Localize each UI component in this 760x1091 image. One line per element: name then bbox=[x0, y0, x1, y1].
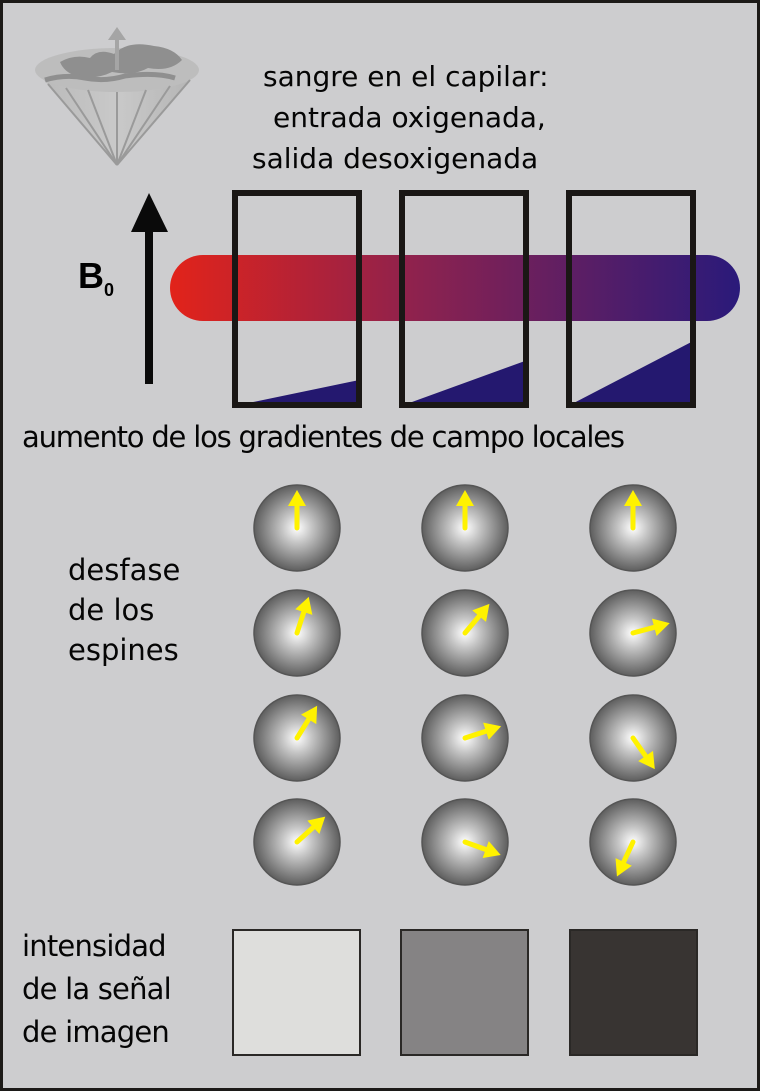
gradients-label: aumento de los gradientes de campo local… bbox=[22, 420, 625, 454]
precession-cone-icon bbox=[35, 27, 199, 166]
voxel-outline bbox=[566, 190, 696, 408]
spin-sphere bbox=[421, 798, 509, 886]
b0-letter: B bbox=[78, 255, 104, 296]
spin-arrow-head bbox=[483, 722, 502, 740]
spin-arrow-shaft bbox=[630, 624, 657, 636]
spin-arrow-head bbox=[295, 596, 313, 615]
signal-square-low bbox=[569, 929, 698, 1056]
spin-arrow-head bbox=[482, 841, 501, 858]
spin-sphere bbox=[589, 589, 677, 677]
field-gradient-wedge bbox=[401, 360, 527, 406]
spin-sphere bbox=[253, 589, 341, 677]
spin-sphere bbox=[421, 589, 509, 677]
signal-intensity-label: intensidad de la señal de imagen bbox=[22, 925, 172, 1054]
spin-arrow-head bbox=[301, 705, 318, 725]
spin-arrow-head bbox=[472, 603, 490, 622]
spin-sphere bbox=[253, 798, 341, 886]
field-gradient-wedge bbox=[568, 340, 694, 406]
spin-sphere bbox=[589, 484, 677, 572]
spin-arrow-shaft bbox=[294, 609, 307, 636]
voxel-box bbox=[399, 190, 529, 408]
title-line-2: entrada oxigenada, bbox=[273, 101, 546, 134]
dephasing-label: desfase de los espines bbox=[68, 550, 180, 670]
signal-line-1: intensidad bbox=[22, 929, 167, 963]
spin-sphere bbox=[421, 484, 509, 572]
spin-arrow-head bbox=[651, 618, 670, 636]
spin-arrow-shaft bbox=[462, 613, 482, 636]
b0-arrow-icon bbox=[131, 193, 168, 384]
spin-arrow-shaft bbox=[630, 735, 649, 759]
voxel-box bbox=[566, 190, 696, 408]
dephasing-line-3: espines bbox=[68, 633, 179, 667]
b0-label: B0 bbox=[78, 255, 115, 300]
signal-line-3: de imagen bbox=[22, 1015, 170, 1049]
title-line-3: salida desoxigenada bbox=[252, 142, 539, 175]
spin-arrow-shaft bbox=[462, 839, 489, 853]
spin-sphere bbox=[421, 694, 509, 782]
spin-arrow-head bbox=[288, 490, 306, 506]
signal-square-high bbox=[232, 929, 361, 1056]
spin-sphere bbox=[253, 484, 341, 572]
spin-sphere bbox=[589, 798, 677, 886]
signal-line-2: de la señal bbox=[22, 972, 172, 1006]
field-gradient-wedge bbox=[234, 379, 360, 406]
dephasing-line-2: de los bbox=[68, 593, 155, 627]
spin-arrow-head bbox=[456, 490, 474, 506]
b0-subscript: 0 bbox=[104, 280, 115, 300]
title-line-1: sangre en el capilar: bbox=[263, 60, 549, 93]
spin-arrow-shaft bbox=[621, 839, 636, 865]
spin-sphere bbox=[589, 694, 677, 782]
spin-arrow-head bbox=[638, 750, 655, 770]
signal-square-medium bbox=[400, 929, 529, 1056]
dephasing-line-1: desfase bbox=[68, 553, 181, 587]
spin-sphere bbox=[253, 694, 341, 782]
voxel-box bbox=[232, 190, 362, 408]
capillary bbox=[170, 255, 740, 321]
spin-arrow-head bbox=[624, 490, 642, 506]
spin-arrow-shaft bbox=[462, 728, 489, 741]
voxel-outline bbox=[399, 190, 529, 408]
voxel-outline bbox=[232, 190, 362, 408]
spin-arrow-shaft bbox=[294, 824, 316, 845]
spin-arrow-shaft bbox=[294, 716, 312, 741]
spin-arrow-head bbox=[615, 858, 632, 877]
spin-arrow-head bbox=[307, 816, 326, 834]
